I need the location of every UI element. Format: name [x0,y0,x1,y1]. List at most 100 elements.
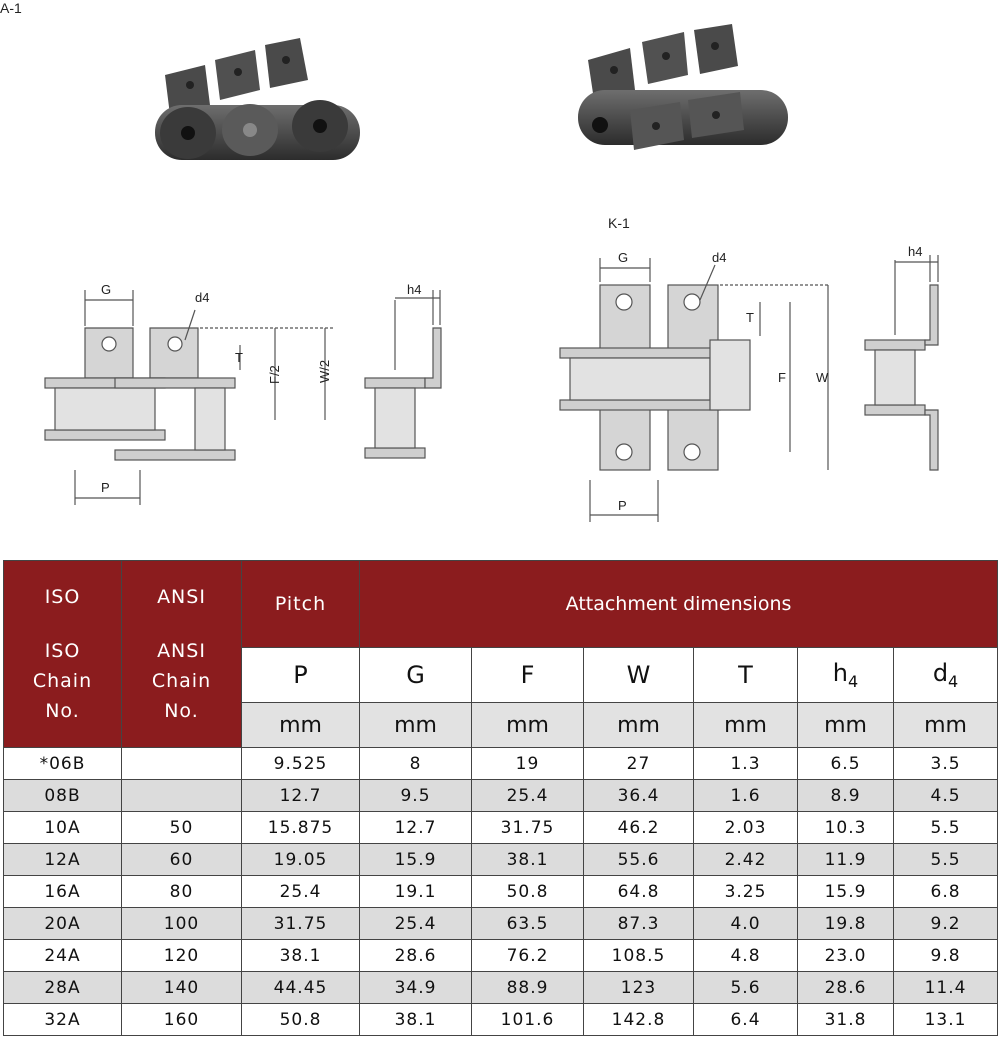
k1-t-label: T [746,310,754,325]
cell-iso: 28A [3,971,122,1004]
cell-t: 4.8 [693,939,798,972]
cell-t: 3.25 [693,875,798,908]
cell-ansi: 120 [121,939,242,972]
cell-g: 9.5 [359,779,472,812]
k1-p-label: P [618,498,627,513]
chain-photo-k1 [578,24,788,150]
cell-p: 19.05 [241,843,360,876]
k1-d4-label: d4 [712,250,726,265]
cell-iso: 16A [3,875,122,908]
cell-p: 44.45 [241,971,360,1004]
unit-cell: mm [892,702,999,748]
a1-g-label: G [101,282,111,297]
iso-chain-no-header: ISO Chain No. [32,640,93,722]
cell-d4: 9.2 [892,907,999,940]
cell-ansi: 50 [121,811,242,844]
cell-t: 2.03 [693,811,798,844]
a1-t-label: T [235,350,243,365]
cell-f: 88.9 [471,971,584,1004]
attachment-dimensions-table: ISO ISO Chain No. ANSI ANSI Chain No. Pi… [3,560,999,1036]
symbol-d4-subscript: 4 [948,672,959,691]
unit-cell: mm [241,702,360,748]
symbol-h4-subscript: 4 [848,672,859,691]
ansi-header-cell: ANSI ANSI Chain No. [121,560,242,748]
cell-p: 31.75 [241,907,360,940]
pitch-header: Pitch [241,560,360,648]
cell-f: 101.6 [471,1003,584,1036]
a1-w-half-label: W/2 [317,360,332,383]
cell-d4: 5.5 [892,843,999,876]
cell-f: 31.75 [471,811,584,844]
cell-f: 25.4 [471,779,584,812]
cell-t: 1.3 [693,747,798,780]
diagram-a1-label: A-1 [0,0,22,16]
iso-header: ISO [44,586,81,608]
cell-p: 12.7 [241,779,360,812]
cell-iso: 10A [3,811,122,844]
cell-h4: 19.8 [797,907,894,940]
ansi-chain-no-header: ANSI Chain No. [151,640,212,722]
cell-f: 76.2 [471,939,584,972]
cell-w: 27 [583,747,694,780]
iso-header-cell: ISO ISO Chain No. [3,560,122,748]
cell-ansi: 60 [121,843,242,876]
cell-w: 142.8 [583,1003,694,1036]
cell-g: 19.1 [359,875,472,908]
symbol-h4: h4 [797,647,894,703]
a1-d4-label: d4 [195,290,209,305]
cell-w: 123 [583,971,694,1004]
cell-iso: 08B [3,779,122,812]
unit-cell: mm [471,702,584,748]
diagram-a1: G d4 T F/2 W/2 P h4 [44,282,442,505]
k1-w-label: W [816,370,829,385]
symbol-g: G [359,647,472,703]
cell-d4: 4.5 [892,779,999,812]
cell-ansi: 140 [121,971,242,1004]
unit-cell: mm [693,702,798,748]
k1-h4-label: h4 [908,244,922,259]
cell-g: 34.9 [359,971,472,1004]
chain-photo-a1 [155,38,360,160]
cell-h4: 23.0 [797,939,894,972]
cell-ansi: 80 [121,875,242,908]
cell-p: 15.875 [241,811,360,844]
ansi-header: ANSI [157,586,206,608]
cell-t: 4.0 [693,907,798,940]
symbol-t: T [693,647,798,703]
cell-g: 28.6 [359,939,472,972]
cell-f: 19 [471,747,584,780]
cell-w: 108.5 [583,939,694,972]
cell-ansi: 100 [121,907,242,940]
cell-g: 12.7 [359,811,472,844]
cell-p: 38.1 [241,939,360,972]
cell-w: 36.4 [583,779,694,812]
unit-row: mm mm mm mm mm mm mm [4,702,999,748]
cell-d4: 3.5 [892,747,999,780]
cell-g: 15.9 [359,843,472,876]
cell-d4: 11.4 [892,971,999,1004]
cell-iso: 12A [3,843,122,876]
cell-h4: 28.6 [797,971,894,1004]
a1-p-label: P [101,480,110,495]
cell-h4: 6.5 [797,747,894,780]
cell-f: 38.1 [471,843,584,876]
cell-p: 25.4 [241,875,360,908]
cell-ansi: 160 [121,1003,242,1036]
drawings-area: A-1 K-1 [0,0,939,522]
diagram-k1-label: K-1 [608,215,630,231]
cell-p: 9.525 [241,747,360,780]
cell-iso: *06B [3,747,122,780]
cell-iso: 20A [3,907,122,940]
symbol-p: P [241,647,360,703]
cell-h4: 31.8 [797,1003,894,1036]
cell-p: 50.8 [241,1003,360,1036]
cell-h4: 8.9 [797,779,894,812]
cell-g: 25.4 [359,907,472,940]
